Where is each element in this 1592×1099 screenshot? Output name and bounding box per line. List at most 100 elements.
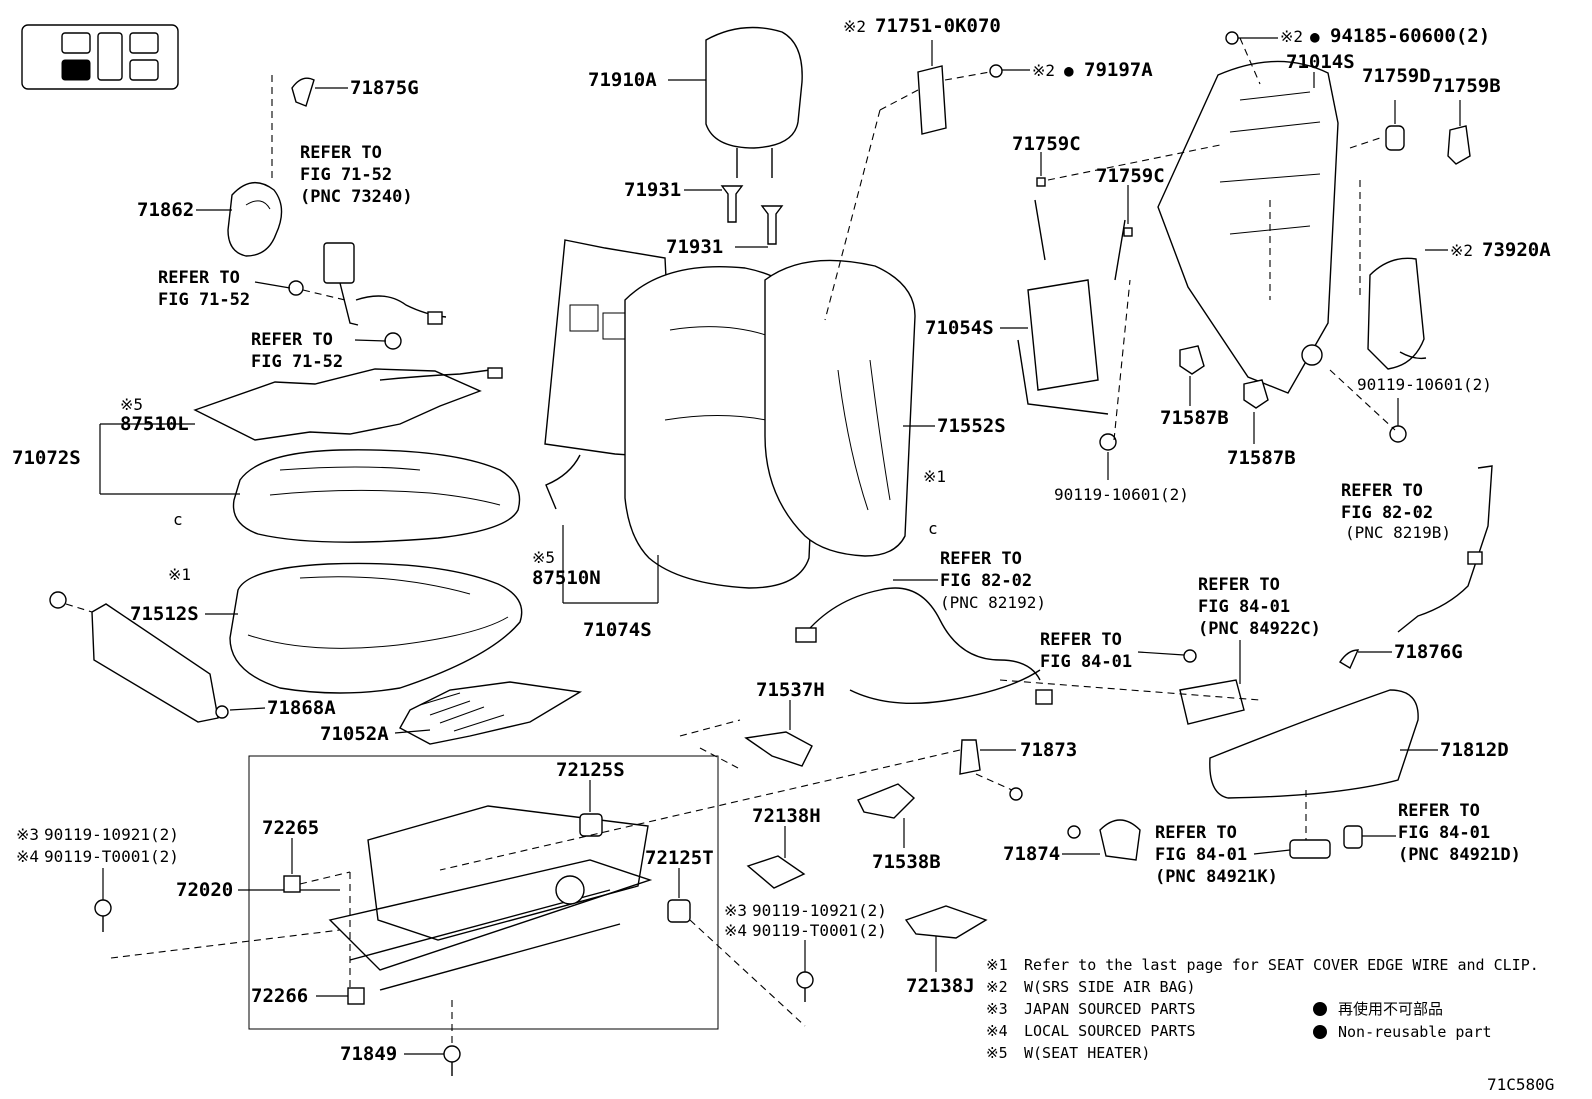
label-left-bolt-2: 90119-T0001(2): [44, 847, 179, 866]
mark-1-right: ※1: [923, 467, 946, 486]
parts-71759C-drawing: [1036, 144, 1221, 237]
label-73920A: 73920A: [1482, 239, 1551, 261]
ref7-line2: FIG 84-01: [1040, 652, 1132, 672]
label-71587B-lower: 71587B: [1227, 447, 1296, 469]
label-72125S: 72125S: [556, 759, 625, 781]
shield-71868A-drawing: [49, 591, 266, 723]
ref5-line3: (PNC 8219B): [1345, 523, 1451, 542]
label-71074S: 71074S: [583, 619, 652, 641]
mark-2-79197A: ※2: [1032, 61, 1055, 80]
label-87510N: 87510N: [532, 567, 601, 589]
edge-clip-mark: c: [173, 510, 183, 529]
ref8-line1: REFER TO: [1155, 823, 1237, 843]
ref6-line3: (PNC 84922C): [1198, 619, 1321, 639]
label-71014S: 71014S: [1286, 51, 1355, 73]
dot-79197A: ●: [1064, 61, 1074, 80]
part-71873-drawing: [959, 739, 1023, 801]
mark-5-87510L: ※5: [120, 395, 143, 414]
headrest-71910A-drawing: [668, 26, 803, 178]
seat-adjuster-box: [248, 755, 719, 1030]
label-71072S: 71072S: [12, 447, 81, 469]
label-72265: 72265: [262, 817, 319, 839]
ref6-line2: FIG 84-01: [1198, 597, 1290, 617]
ref4-line3: (PNC 82192): [940, 593, 1046, 612]
part-71538B-drawing: [857, 783, 916, 848]
label-71868A: 71868A: [267, 697, 336, 719]
legend-jp: 再使用不可部品: [1338, 1000, 1443, 1018]
mark-4-left: ※4: [16, 847, 39, 866]
parts-72265-72266-drawing: [283, 838, 365, 1005]
label-71873: 71873: [1020, 739, 1077, 761]
label-71537H: 71537H: [756, 679, 825, 701]
seat-belt-buckle-drawing: [254, 242, 447, 350]
label-71759B: 71759B: [1432, 75, 1501, 97]
ref3-line2: FIG 71-52: [251, 352, 343, 372]
seat-back-frame-71014S-drawing: [1157, 31, 1339, 394]
dot-94185: ●: [1310, 27, 1320, 46]
label-90119-10601-right: 90119-10601(2): [1357, 375, 1492, 394]
part-72138H-drawing: [746, 826, 806, 889]
bolt-71849-drawing: [404, 1000, 461, 1076]
bracket-71751-drawing: [824, 40, 1030, 321]
headrest-guides-71931-drawing: [684, 185, 784, 248]
label-71538B: 71538B: [872, 851, 941, 873]
label-71931-upper: 71931: [624, 179, 681, 201]
ref1-line1: REFER TO: [300, 143, 382, 163]
edge-clip-mark-right: c: [928, 519, 938, 538]
part-71862-drawing: [196, 182, 283, 257]
label-72138J: 72138J: [906, 975, 975, 997]
part-72138J-drawing: [904, 905, 988, 972]
ref8-line3: (PNC 84921K): [1155, 867, 1278, 887]
label-72138H: 72138H: [752, 805, 821, 827]
seat-adjuster-72020-drawing: [238, 805, 653, 991]
mark-1-left: ※1: [168, 565, 191, 584]
seat-cushion-71072S-drawing: [99, 423, 521, 543]
legend-mark-1: ※1: [986, 956, 1008, 974]
label-71812D: 71812D: [1440, 739, 1509, 761]
legend-mark-2: ※2: [986, 978, 1008, 996]
mark-2-71751: ※2: [843, 17, 866, 36]
legend-note-3: JAPAN SOURCED PARTS: [1024, 1000, 1196, 1018]
label-71931-lower: 71931: [666, 236, 723, 258]
middle-bolt-drawing: [689, 919, 814, 1027]
label-middle-bolt-1: 90119-10921(2): [752, 901, 887, 920]
legend-note-1: Refer to the last page for SEAT COVER ED…: [1024, 956, 1539, 974]
label-71512S: 71512S: [130, 603, 199, 625]
ref9-line1: REFER TO: [1398, 801, 1480, 821]
ref1-line3: (PNC 73240): [300, 187, 413, 207]
label-71587B-upper: 71587B: [1160, 407, 1229, 429]
dashed-guide-lines: [439, 37, 1381, 871]
mark-4-middle: ※4: [724, 921, 747, 940]
clips-71587B-drawing: [1099, 279, 1269, 480]
label-71910A: 71910A: [588, 69, 657, 91]
ref3-line1: REFER TO: [251, 330, 333, 350]
non-reusable-dot-icon-2: [1313, 1025, 1327, 1039]
ref9-line3: (PNC 84921D): [1398, 845, 1521, 865]
refer-to-notes: REFER TO FIG 71-52 (PNC 73240) REFER TO …: [158, 143, 1521, 887]
label-71751: 71751-0K070: [875, 15, 1001, 37]
heater-mat-87510L-drawing: [193, 367, 503, 441]
part-71537H-drawing: [679, 700, 813, 769]
ref5-line2: FIG 82-02: [1341, 503, 1433, 523]
ref6-line1: REFER TO: [1198, 575, 1280, 595]
part-71874-drawing: [1062, 819, 1141, 861]
side-cover-71812D-drawing: [1209, 649, 1438, 859]
legend-en: Non-reusable part: [1338, 1023, 1492, 1041]
figure-code: 71C580G: [1487, 1075, 1554, 1094]
legend-note-4: LOCAL SOURCED PARTS: [1024, 1022, 1196, 1040]
label-71054S: 71054S: [925, 317, 994, 339]
label-71876G: 71876G: [1394, 641, 1463, 663]
legend: ※1 Refer to the last page for SEAT COVER…: [986, 956, 1539, 1062]
non-reusable-dot-icon: [1313, 1002, 1327, 1016]
label-87510L: 87510L: [120, 413, 189, 435]
parts-72125-drawing: [579, 780, 691, 923]
switch-assembly-drawing: [1137, 640, 1245, 725]
ref9-line2: FIG 84-01: [1398, 823, 1490, 843]
ref4-line2: FIG 82-02: [940, 571, 1032, 591]
label-71875G: 71875G: [350, 77, 419, 99]
mark-2-73920A: ※2: [1450, 241, 1473, 260]
label-71759C-left: 71759C: [1012, 133, 1081, 155]
label-72020: 72020: [176, 879, 233, 901]
lumbar-support-71054S-drawing: [1000, 199, 1126, 415]
